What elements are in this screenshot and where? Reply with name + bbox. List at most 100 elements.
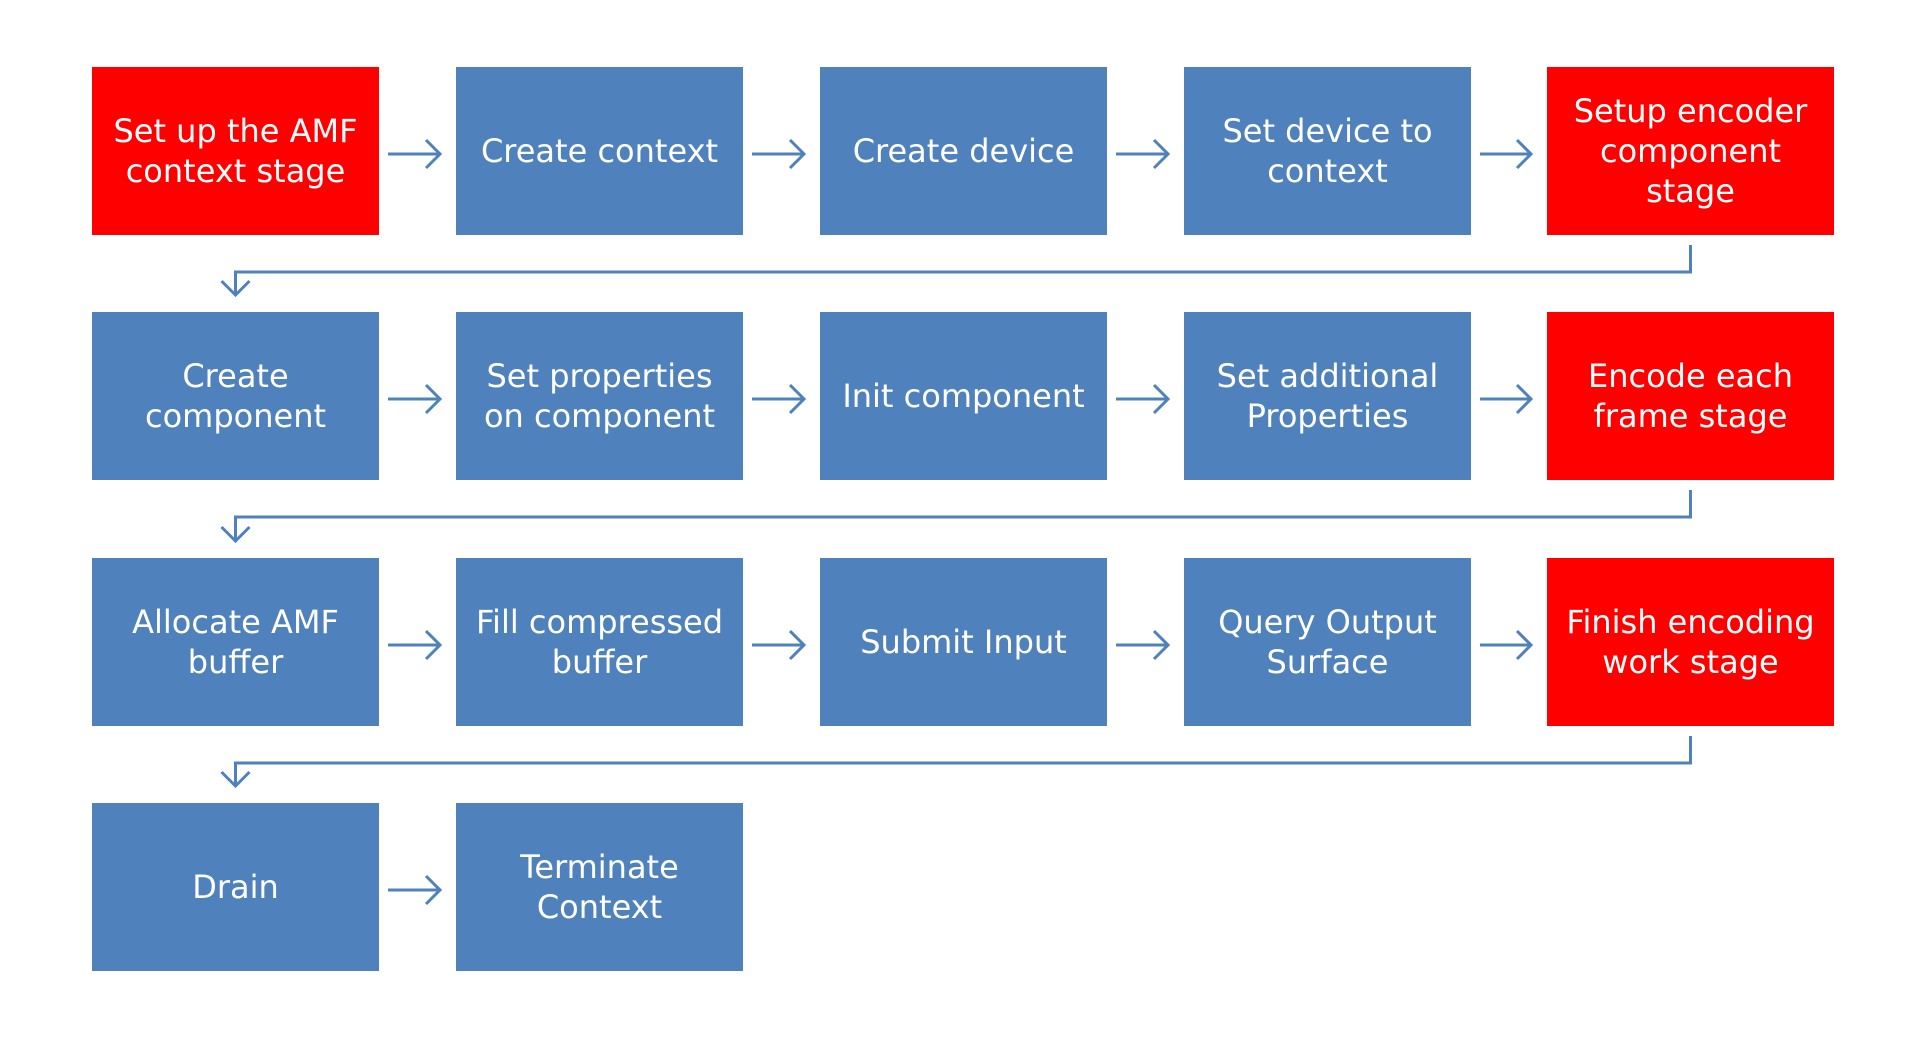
node-box <box>1184 558 1471 726</box>
arrow-head <box>1515 138 1534 170</box>
node-label-line: component <box>1600 132 1781 170</box>
node-label-line: Set properties <box>486 357 712 395</box>
arrow-head <box>1515 383 1534 415</box>
arrow-head <box>424 383 443 415</box>
node-box <box>456 312 743 480</box>
node-label-line: Query Output <box>1218 603 1437 641</box>
node-label-line: Allocate AMF <box>132 603 339 641</box>
node-label-line: work stage <box>1602 643 1778 681</box>
node-label-line: Create device <box>853 132 1075 170</box>
node-create-context: Create context <box>456 67 743 235</box>
connector-line <box>234 490 1692 541</box>
arrow-head <box>1515 629 1534 661</box>
node-label-line: frame stage <box>1594 397 1788 435</box>
arrow-head <box>220 279 251 298</box>
node-box <box>1547 558 1834 726</box>
node-box <box>1184 312 1471 480</box>
arrow-head <box>1152 138 1171 170</box>
arrow-head <box>424 629 443 661</box>
node-label-line: Init component <box>842 377 1084 415</box>
node-box <box>820 312 1107 480</box>
arrow-head <box>220 525 251 544</box>
connector-line <box>234 736 1692 786</box>
flow-arrow <box>1116 383 1171 415</box>
flow-arrow <box>752 138 807 170</box>
arrow-head <box>788 138 807 170</box>
node-create-device: Create device <box>820 67 1107 235</box>
row-return-connector <box>220 245 1692 298</box>
node-label-line: on component <box>484 397 715 435</box>
node-label-line: Set device to <box>1222 112 1432 150</box>
flow-arrow <box>388 383 443 415</box>
arrow-head <box>1152 383 1171 415</box>
flow-arrow <box>752 629 807 661</box>
connector-line <box>234 245 1692 295</box>
arrow-head <box>220 770 251 789</box>
flow-arrow <box>388 138 443 170</box>
node-init-component: Init component <box>820 312 1107 480</box>
arrow-head <box>788 629 807 661</box>
node-box <box>820 558 1107 726</box>
node-label-line: Set up the AMF <box>113 112 357 150</box>
flow-arrow <box>1480 383 1534 415</box>
node-label-line: component <box>145 397 326 435</box>
node-box <box>1184 67 1471 235</box>
flow-arrow <box>752 383 807 415</box>
row-return-connector <box>220 736 1692 789</box>
node-box <box>1547 67 1834 235</box>
node-label-line: Create context <box>481 132 718 170</box>
node-label-line: Surface <box>1267 643 1389 681</box>
flow-arrow <box>388 629 443 661</box>
node-box <box>1547 312 1834 480</box>
flow-arrow <box>1480 138 1534 170</box>
node-box <box>456 803 743 971</box>
node-box <box>820 67 1107 235</box>
node-label-line: buffer <box>552 643 648 681</box>
arrow-head <box>1152 629 1171 661</box>
node-box <box>92 558 379 726</box>
node-label-line: buffer <box>188 643 284 681</box>
node-label-line: Terminate <box>519 848 679 886</box>
node-label-line: Properties <box>1247 397 1409 435</box>
flow-arrow <box>1116 629 1171 661</box>
arrow-head <box>424 138 443 170</box>
node-label-line: Fill compressed <box>476 603 723 641</box>
flow-arrow <box>1480 629 1534 661</box>
node-box <box>456 558 743 726</box>
node-label-line: Setup encoder <box>1574 92 1808 130</box>
node-box <box>92 67 379 235</box>
flow-arrow <box>1116 138 1171 170</box>
node-label-line: Submit Input <box>860 623 1067 661</box>
node-label-line: Finish encoding <box>1566 603 1814 641</box>
node-label-line: Create <box>182 357 288 395</box>
node-drain: Drain <box>92 803 379 971</box>
connector-layer <box>220 138 1692 906</box>
node-label-line: context stage <box>126 152 346 190</box>
row-return-connector <box>220 490 1692 544</box>
node-label-line: Context <box>537 888 662 926</box>
flow-arrow <box>388 874 443 906</box>
node-label-line: Encode each <box>1588 357 1793 395</box>
node-box <box>456 67 743 235</box>
node-box <box>92 312 379 480</box>
node-label-line: stage <box>1646 172 1735 210</box>
node-box <box>92 803 379 971</box>
arrow-head <box>424 874 443 906</box>
node-submit-input: Submit Input <box>820 558 1107 726</box>
node-label-line: context <box>1267 152 1388 190</box>
node-label-line: Drain <box>192 868 279 906</box>
arrow-head <box>788 383 807 415</box>
